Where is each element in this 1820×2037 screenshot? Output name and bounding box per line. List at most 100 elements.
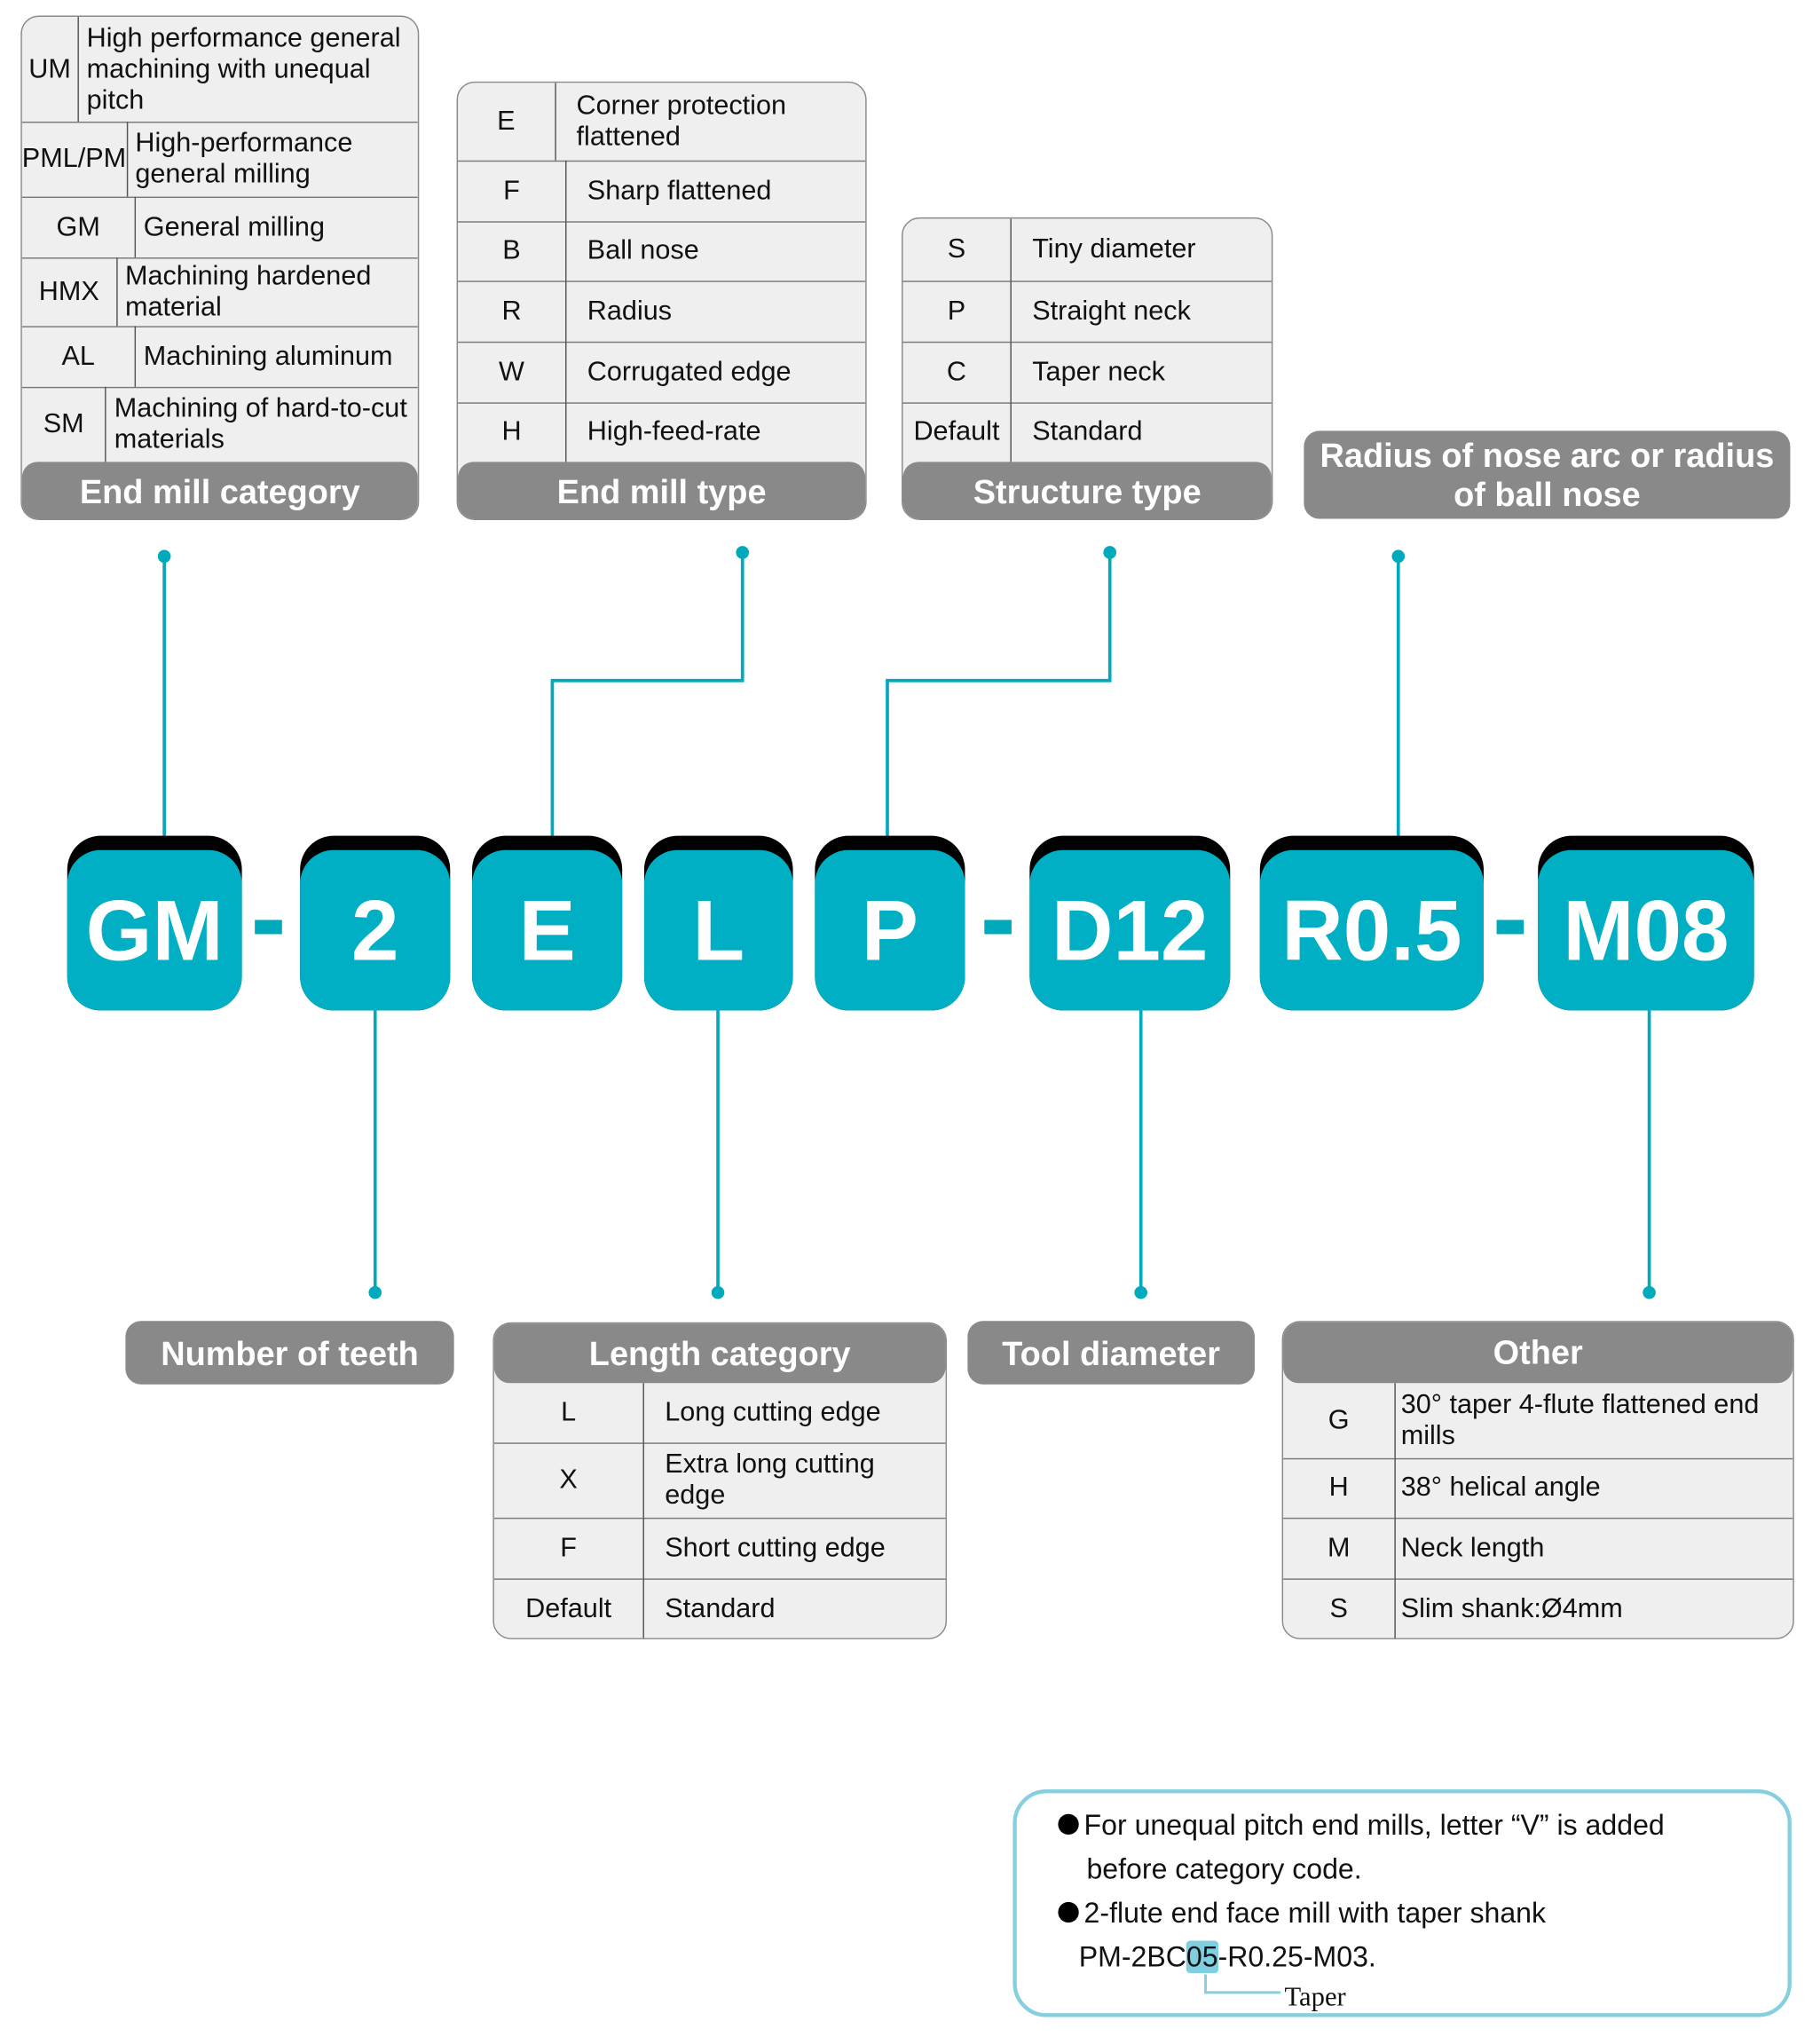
row-desc: Extra long cutting edge — [665, 1449, 875, 1511]
row-desc: High performance general machining with … — [86, 22, 401, 115]
row-desc: 38° helical angle — [1400, 1472, 1601, 1503]
row-desc: Neck length — [1400, 1532, 1545, 1563]
row-desc: Corrugated edge — [587, 356, 792, 387]
code-block-radius: R0.5 — [1259, 835, 1484, 1011]
code-block-structure: P — [815, 835, 965, 1011]
tool-diameter-label: Tool diameter — [967, 1321, 1255, 1385]
code-block-diameter: D12 — [1029, 835, 1231, 1011]
row-desc: Slim shank:Ø4mm — [1400, 1593, 1623, 1623]
row-code: Default — [902, 402, 1012, 462]
example-prefix: PM-2BC — [1078, 1940, 1186, 1973]
row-code: L — [494, 1383, 644, 1443]
row-code: H — [458, 402, 567, 462]
row-desc: Machining hardened material — [124, 260, 372, 322]
row-desc: Standard — [1032, 416, 1143, 446]
row-code: C — [902, 341, 1012, 403]
table-row: C Taper neck — [902, 341, 1272, 404]
note-box: For unequal pitch end mills, letter “V” … — [1012, 1788, 1792, 2017]
row-code: AL — [22, 326, 137, 387]
dash-separator — [255, 920, 282, 935]
table-title: End mill category — [21, 462, 418, 519]
table-title: Other — [1283, 1322, 1793, 1384]
row-desc: Machining aluminum — [143, 341, 393, 371]
number-of-teeth-label: Number of teeth — [125, 1321, 454, 1385]
row-code: UM — [22, 16, 79, 122]
code-block-text: E — [472, 849, 623, 1011]
row-code: GM — [22, 196, 137, 258]
row-desc: High-performance general milling — [135, 128, 353, 189]
bullet-icon — [1058, 1813, 1079, 1836]
row-code: F — [494, 1517, 644, 1579]
row-code: G — [1283, 1383, 1396, 1458]
row-code: B — [458, 221, 567, 281]
row-desc: Straight neck — [1032, 296, 1191, 326]
table-title: Length category — [493, 1323, 946, 1384]
row-code: E — [458, 83, 556, 161]
bullet-icon — [1058, 1901, 1079, 1923]
row-code: Default — [494, 1578, 644, 1638]
taper-callout-line — [1204, 1974, 1281, 1994]
table-title: Structure type — [902, 462, 1272, 519]
code-block-category: GM — [67, 835, 242, 1011]
code-block-text: L — [643, 849, 793, 1011]
example-suffix: -R0.25-M03. — [1217, 1940, 1376, 1973]
row-code: S — [902, 218, 1012, 281]
table-row: P Straight neck — [902, 280, 1272, 343]
table-title: End mill type — [458, 462, 866, 519]
connector-dot — [368, 1285, 382, 1299]
connector-dot — [736, 546, 750, 559]
row-desc: 30° taper 4-flute flattened end mills — [1400, 1389, 1760, 1451]
table-row: Default Standard — [902, 402, 1271, 462]
code-block-text: P — [815, 849, 965, 1011]
code-block-type: E — [472, 835, 623, 1011]
table-row: H High-feed-rate — [458, 402, 865, 462]
table-row: X Extra long cutting edge — [493, 1442, 946, 1520]
taper-callout: Taper — [1284, 1980, 1346, 2012]
row-desc: Taper neck — [1032, 356, 1166, 387]
connector-structure — [886, 552, 1112, 850]
row-code: SM — [22, 386, 106, 462]
radius-label: Radius of nose arc or radius of ball nos… — [1304, 430, 1791, 519]
note-line: before category code. — [1086, 1852, 1362, 1885]
row-desc: Ball nose — [587, 235, 699, 265]
dash-separator — [984, 920, 1012, 935]
connector-dot — [1103, 546, 1116, 559]
code-block-text: GM — [67, 849, 242, 1011]
row-code: M — [1283, 1517, 1396, 1579]
row-desc: General milling — [143, 211, 325, 241]
row-desc: High-feed-rate — [587, 416, 761, 446]
code-block-text: D12 — [1029, 849, 1231, 1011]
connector-dot — [1643, 1285, 1656, 1299]
table-row: B Ball nose — [458, 221, 866, 282]
row-code: P — [902, 280, 1012, 342]
note-example: PM-2BC05-R0.25-M03. — [1078, 1940, 1376, 1975]
dash-separator — [1496, 920, 1525, 935]
row-code: S — [1283, 1578, 1396, 1638]
row-code: X — [494, 1442, 644, 1518]
code-block-text: 2 — [300, 849, 451, 1011]
row-code: HMX — [22, 257, 118, 327]
code-block-length: L — [643, 835, 793, 1011]
